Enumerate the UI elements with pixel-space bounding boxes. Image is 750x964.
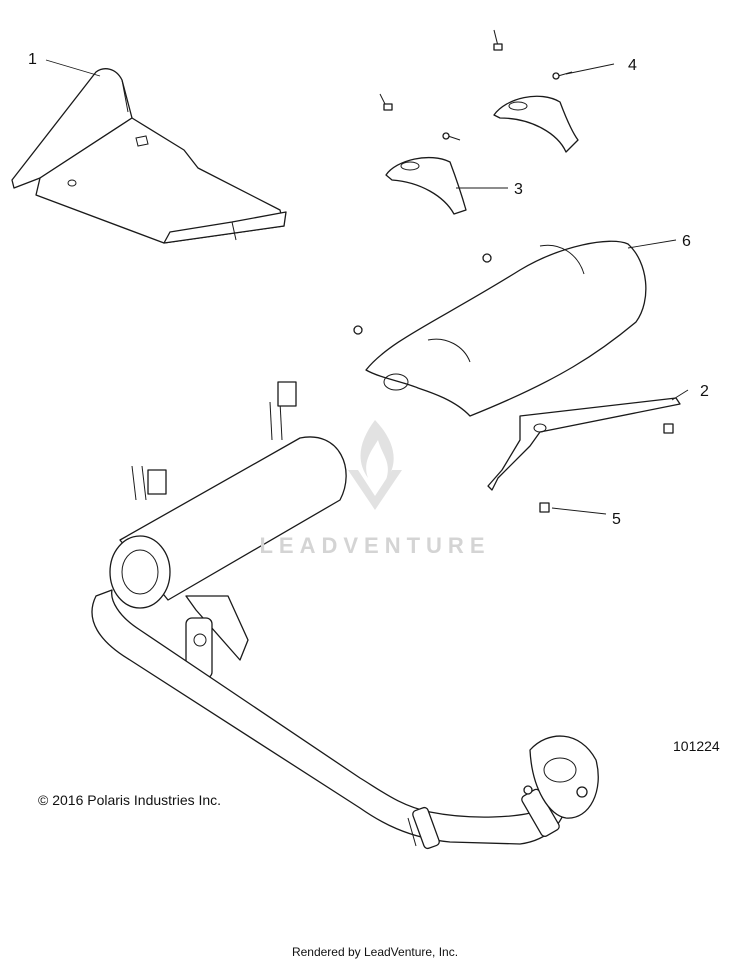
watermark-text: LEADVENTURE	[259, 533, 491, 558]
callout-labels: 1 2 3 4 5 6	[28, 51, 709, 528]
part-1-deflector-plate	[11, 68, 287, 244]
footer-credit: Rendered by LeadVenture, Inc.	[291, 945, 459, 959]
leader-lines	[45, 59, 689, 515]
muffler-assembly	[109, 381, 347, 679]
callout-5: 5	[612, 511, 621, 528]
callout-1: 1	[28, 51, 37, 68]
callout-6: 6	[682, 233, 691, 250]
part-3-heat-shield-right	[493, 95, 579, 153]
watermark-logo	[348, 420, 402, 510]
callout-3: 3	[514, 181, 523, 198]
part-3-heat-shield-left	[385, 156, 467, 215]
part-5-fasteners	[539, 423, 674, 513]
callout-4: 4	[628, 57, 637, 74]
copyright-notice: © 2016 Polaris Industries Inc.	[38, 792, 222, 808]
figure-number: 101224	[673, 738, 720, 754]
part-6-muffler-heat-shield	[353, 240, 647, 417]
part-4-screws	[379, 29, 573, 141]
part-2-bracket	[487, 397, 681, 491]
exhaust-pipe	[91, 589, 567, 850]
callout-2: 2	[700, 383, 709, 400]
exhaust-flange	[523, 735, 599, 819]
